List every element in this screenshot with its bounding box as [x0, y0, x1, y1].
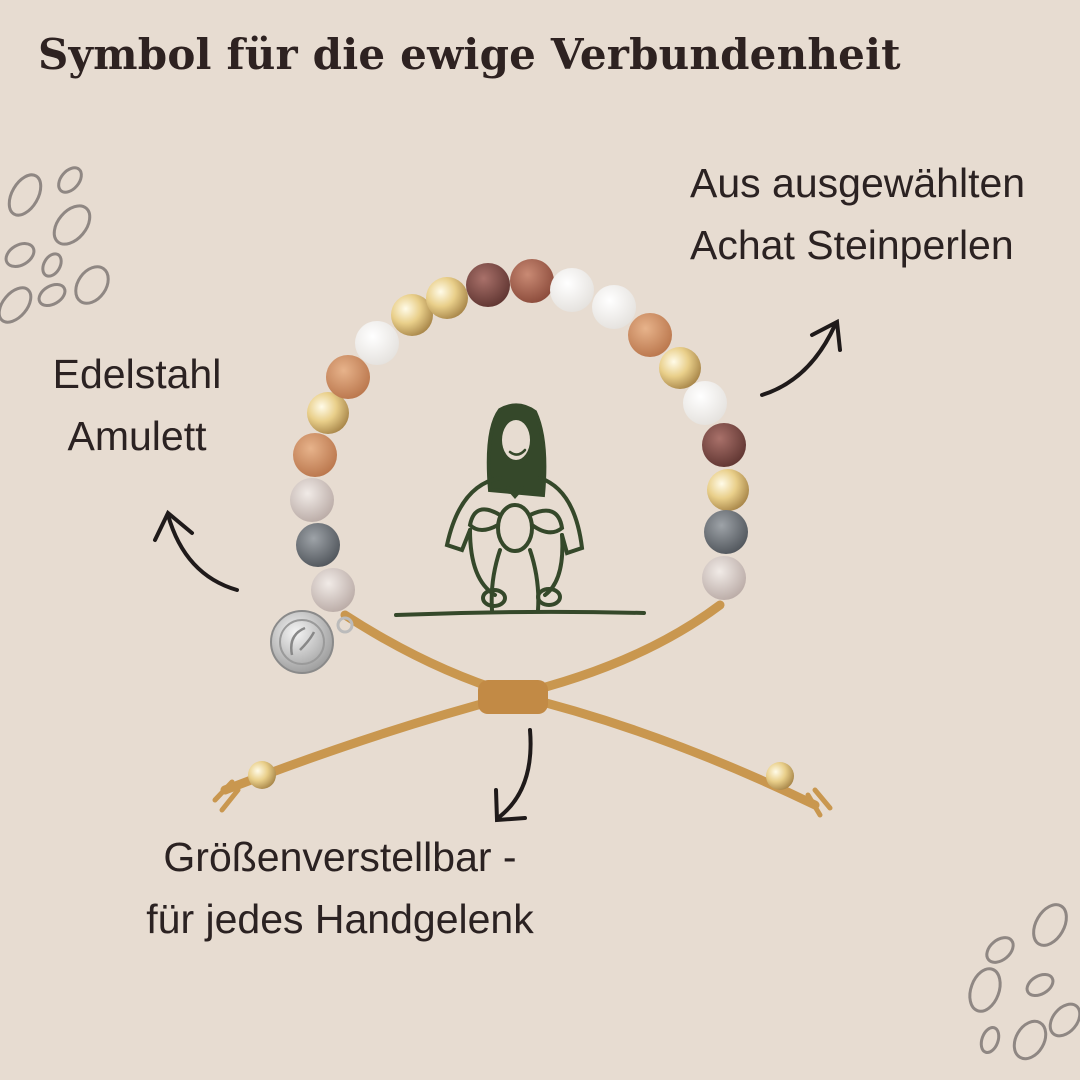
amulet-label-line2: Amulett [67, 413, 207, 459]
stones-label: Aus ausgewählten Achat Steinperlen [690, 152, 1025, 276]
size-label-line1: Größenverstellbar - [163, 834, 517, 880]
bead [707, 469, 749, 511]
bead [550, 268, 594, 312]
bead [355, 321, 399, 365]
bead [426, 277, 468, 319]
bead [628, 313, 672, 357]
bead [592, 285, 636, 329]
gold-stopper-bead [248, 761, 276, 789]
arrow-stones [760, 318, 842, 397]
stones-label-line2: Achat Steinperlen [690, 222, 1014, 268]
arrow-amulet [153, 509, 239, 592]
leaf-pattern-top-left [0, 166, 110, 324]
page-title: Symbol für die ewige Verbundenheit [38, 30, 901, 79]
bead [391, 294, 433, 336]
arrow-size [494, 728, 533, 823]
bead [683, 381, 727, 425]
amulet-label: Edelstahl Amulett [42, 343, 232, 467]
bead [293, 433, 337, 477]
bead-strand [290, 259, 749, 612]
bead [326, 355, 370, 399]
bead [702, 556, 746, 600]
bead [466, 263, 510, 307]
leaf-pattern-bottom-right [968, 903, 1080, 1061]
stones-label-line1: Aus ausgewählten [690, 160, 1026, 206]
size-label: Größenverstellbar - für jedes Handgelenk [100, 826, 580, 950]
gold-stopper-bead [766, 762, 794, 790]
size-label-line2: für jedes Handgelenk [146, 896, 534, 942]
bead [311, 568, 355, 612]
amulet-label-line1: Edelstahl [52, 351, 222, 397]
mother-child-drawing [394, 403, 646, 617]
bead [307, 392, 349, 434]
bead [704, 510, 748, 554]
bead [290, 478, 334, 522]
adjustable-cord [212, 600, 833, 818]
bead [510, 259, 554, 303]
bead [659, 347, 701, 389]
steel-amulet [270, 610, 354, 674]
bead [702, 423, 746, 467]
bead [296, 523, 340, 567]
